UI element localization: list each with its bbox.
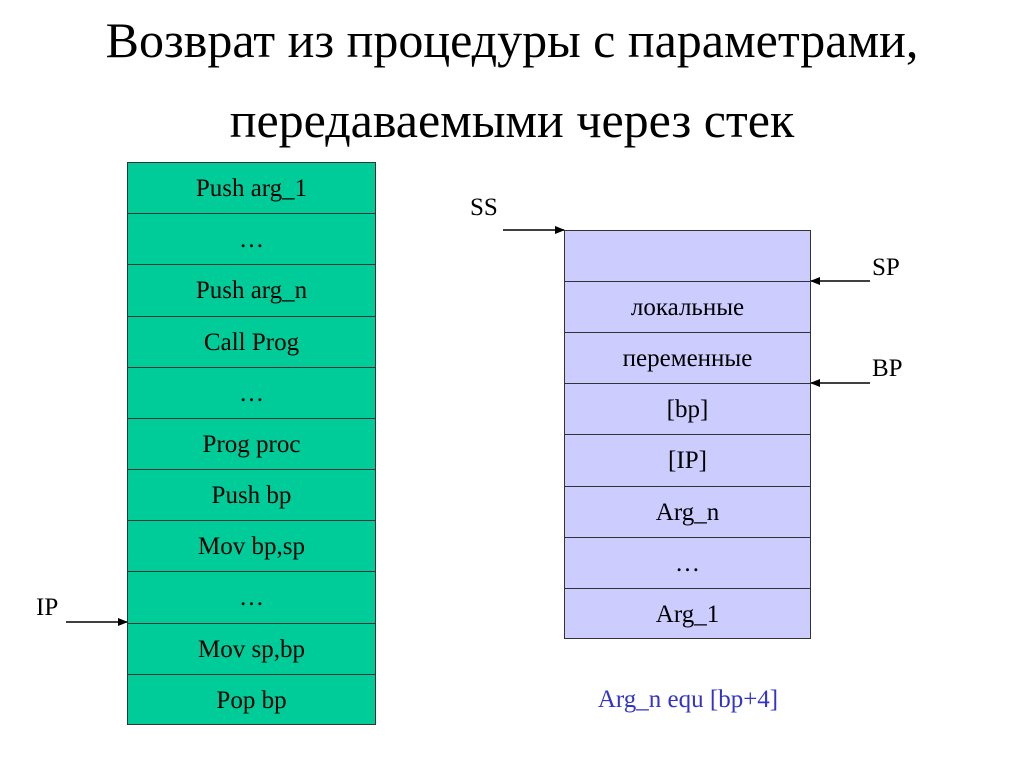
slide-title-line-2: передаваемыми через стек <box>229 92 795 148</box>
code-row-mov-sp-bp: Mov sp,bp <box>128 624 375 675</box>
code-row-push-arg-n: Push arg_n <box>128 265 375 317</box>
stack-cell-saved-ip: [IP] <box>565 435 810 487</box>
stack-cell-saved-bp: [bp] <box>565 384 810 436</box>
ss-pointer-label: SS <box>470 194 498 221</box>
stack-cell-arg-1: Arg_1 <box>655 600 720 628</box>
stack-cell-local-2: переменные <box>565 333 810 385</box>
stack-cell-local-1: локальные <box>565 282 810 334</box>
stack-cell-ellipsis: … <box>565 538 810 589</box>
code-row-mov-bp-sp: Mov bp,sp <box>128 521 375 573</box>
code-row-push-bp: Push bp <box>128 470 375 522</box>
stack-frame: локальные переменные [bp] [IP] Arg_n … A… <box>564 230 811 639</box>
bp-pointer-label: BP <box>872 355 903 382</box>
code-row-call-prog: Call Prog <box>128 317 375 368</box>
code-table: Push arg_1 … Push arg_n Call Prog … Prog… <box>127 162 376 725</box>
code-row-prog-proc: Prog proc <box>128 419 375 471</box>
code-row-push-arg-1: Push arg_1 <box>128 163 375 215</box>
code-row-ellipsis-2: … <box>128 368 375 419</box>
slide-title-line-1: Возврат из процедуры с параметрами, <box>105 12 919 68</box>
arg-n-equ-note: Arg_n equ [bp+4] <box>597 686 779 713</box>
ip-pointer-label: IP <box>36 594 59 621</box>
code-row-pop-bp: Pop bp <box>216 686 287 714</box>
stack-cell-arg-n: Arg_n <box>565 487 810 538</box>
stack-cell-top-empty <box>565 231 810 283</box>
sp-pointer-label: SP <box>872 254 900 281</box>
code-row-ellipsis-3: … <box>128 572 375 624</box>
code-row-ellipsis-1: … <box>128 214 375 266</box>
